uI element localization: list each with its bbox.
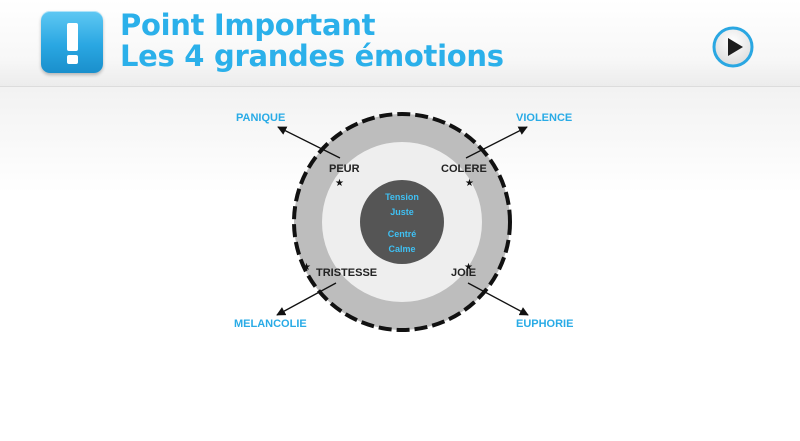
label-tristesse: TRISTESSE bbox=[316, 267, 378, 279]
label-colere: COLERE bbox=[441, 163, 487, 175]
label-panique: PANIQUE bbox=[236, 112, 286, 124]
header-bar: Point Important Les 4 grandes émotions bbox=[0, 0, 800, 87]
play-icon[interactable] bbox=[712, 26, 754, 68]
arrow-melancolie bbox=[276, 282, 337, 316]
star-icon: ★ bbox=[302, 262, 311, 273]
arrow-euphorie bbox=[467, 282, 529, 316]
arrow-panique bbox=[277, 126, 341, 159]
label-melancolie: MELANCOLIE bbox=[234, 318, 307, 330]
exclamation-dot bbox=[67, 55, 78, 64]
core-line-2: Juste bbox=[390, 207, 414, 217]
core-circle bbox=[360, 180, 444, 264]
core-line-4: Calme bbox=[388, 244, 416, 254]
label-violence: VIOLENCE bbox=[516, 112, 573, 124]
star-icon: ★ bbox=[464, 262, 473, 273]
exclamation-icon bbox=[41, 11, 103, 73]
arrow-violence bbox=[465, 126, 528, 159]
core-text-tension: Tension Juste bbox=[372, 191, 432, 218]
title-line-2: Les 4 grandes émotions bbox=[120, 39, 504, 73]
label-euphorie: EUPHORIE bbox=[516, 318, 574, 330]
dashed-border bbox=[292, 112, 512, 332]
core-line-1: Tension bbox=[385, 192, 419, 202]
core-line-3: Centré bbox=[387, 229, 417, 239]
exclamation-bar bbox=[67, 23, 78, 51]
page-title: Point Important Les 4 grandes émotions bbox=[120, 10, 504, 72]
label-peur: PEUR bbox=[329, 163, 360, 175]
core-text-calme: Centré Calme bbox=[372, 228, 432, 255]
label-joie: JOIE bbox=[451, 267, 477, 279]
title-line-1: Point Important bbox=[120, 8, 376, 42]
star-icon: ★ bbox=[335, 178, 344, 189]
star-icon: ★ bbox=[465, 178, 474, 189]
